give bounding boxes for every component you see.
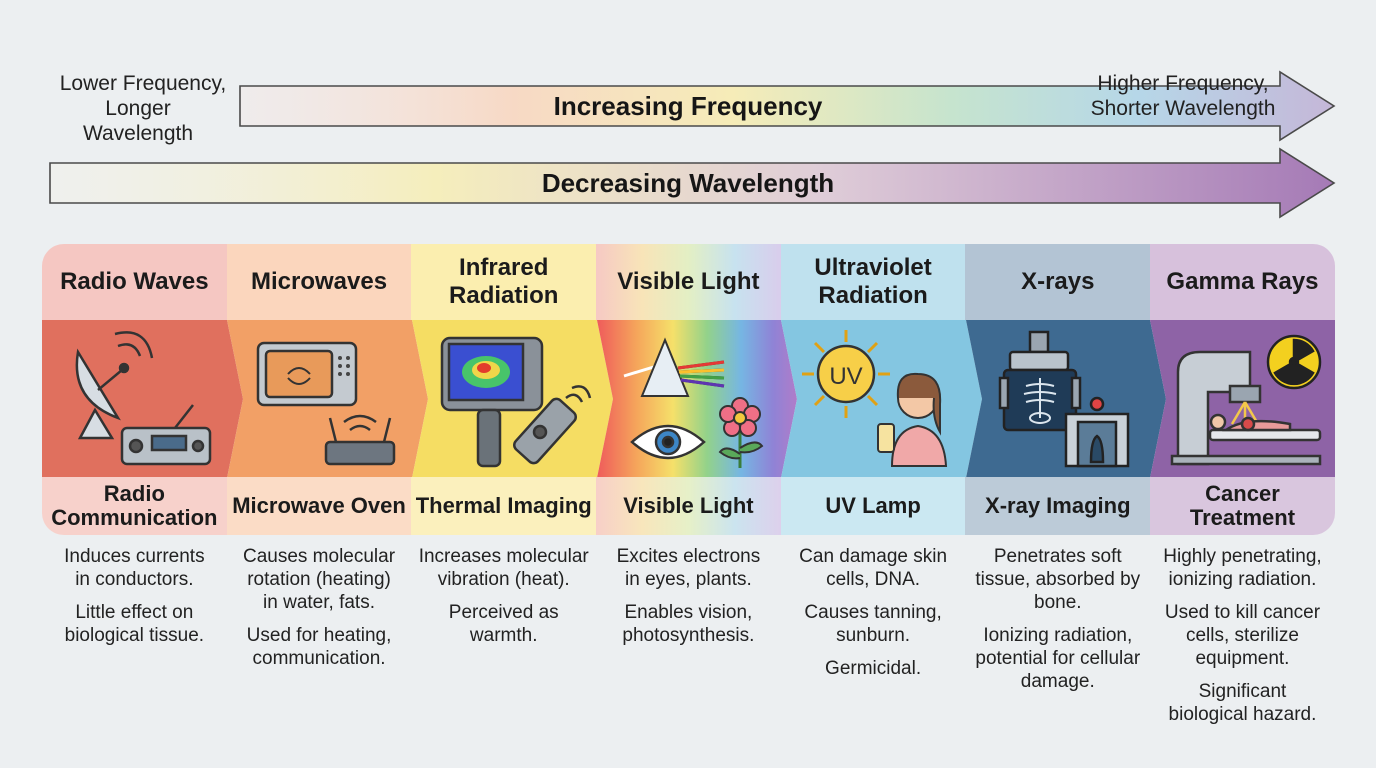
application-infrared: Thermal Imaging	[411, 477, 597, 535]
band-header-ultraviolet: Ultraviolet Radiation	[780, 244, 966, 320]
radiation-hazard-icon	[1266, 334, 1322, 390]
description-xray: Penetrates soft tissue, absorbed by bone…	[975, 546, 1141, 692]
lower-frequency-label: Lower Frequency, Longer Wavelength	[59, 72, 227, 145]
microwave-oven-icon	[256, 341, 358, 407]
increasing-frequency-title: Increasing Frequency	[553, 91, 823, 121]
eye-icon	[630, 424, 706, 460]
xray-machine-icon	[998, 330, 1082, 432]
application-radio: Radio Communication	[42, 477, 227, 535]
band-header-radio: Radio Waves	[42, 244, 227, 320]
application-ultraviolet: UV Lamp	[780, 477, 966, 535]
band-header-xray: X-rays	[965, 244, 1151, 320]
flower-icon	[718, 397, 764, 468]
uv-text: UV	[829, 363, 862, 390]
application-microwave: Microwave Oven	[226, 477, 412, 535]
description-radio: Induces currents in conductors. Little e…	[64, 546, 205, 646]
satellite-dish-icon	[75, 331, 154, 440]
descriptions-row: Induces currents in conductors. Little e…	[42, 545, 1335, 736]
decreasing-wavelength-arrow	[49, 147, 1336, 219]
higher-frequency-label: Higher Frequency, Shorter Wavelength	[1090, 72, 1276, 120]
band-header-microwave: Microwaves	[226, 244, 412, 320]
decreasing-wavelength-title: Decreasing Wavelength	[541, 168, 835, 198]
application-gamma: Cancer Treatment	[1150, 477, 1335, 535]
application-visible: Visible Light	[596, 477, 781, 535]
band-mid-ultraviolet	[781, 320, 982, 478]
band-header-infrared: Infrared Radiation	[411, 244, 597, 320]
wifi-router-icon	[324, 414, 396, 466]
band-header-visible: Visible Light	[596, 244, 781, 320]
description-infrared: Increases molecular vibration (heat). Pe…	[418, 546, 589, 646]
application-xray: X-ray Imaging	[965, 477, 1151, 535]
increasing-frequency-arrow	[239, 70, 1336, 142]
band-header-gamma: Gamma Rays	[1150, 244, 1335, 320]
radio-icon	[120, 404, 212, 466]
person-sunscreen-icon	[877, 372, 948, 467]
description-ultraviolet: Can damage skin cells, DNA. Causes tanni…	[799, 546, 948, 679]
band-mid-visible	[597, 320, 797, 478]
application-row: Radio Communication Microwave Oven Therm…	[42, 477, 1335, 535]
description-gamma: Highly penetrating, ionizing radiation. …	[1163, 546, 1322, 725]
description-microwave: Causes molecular rotation (heating) in w…	[242, 546, 396, 669]
remote-control-icon	[512, 385, 592, 465]
thermal-camera-icon	[440, 336, 544, 468]
radiotherapy-machine-icon	[1170, 350, 1322, 466]
security-scanner-icon	[1064, 396, 1130, 468]
prism-icon	[623, 337, 725, 397]
band-header-row: Radio Waves Microwaves Infrared Radiatio…	[42, 244, 1335, 320]
description-visible: Excites electrons in eyes, plants. Enabl…	[616, 546, 761, 646]
uv-sun-icon: UV	[802, 330, 890, 418]
